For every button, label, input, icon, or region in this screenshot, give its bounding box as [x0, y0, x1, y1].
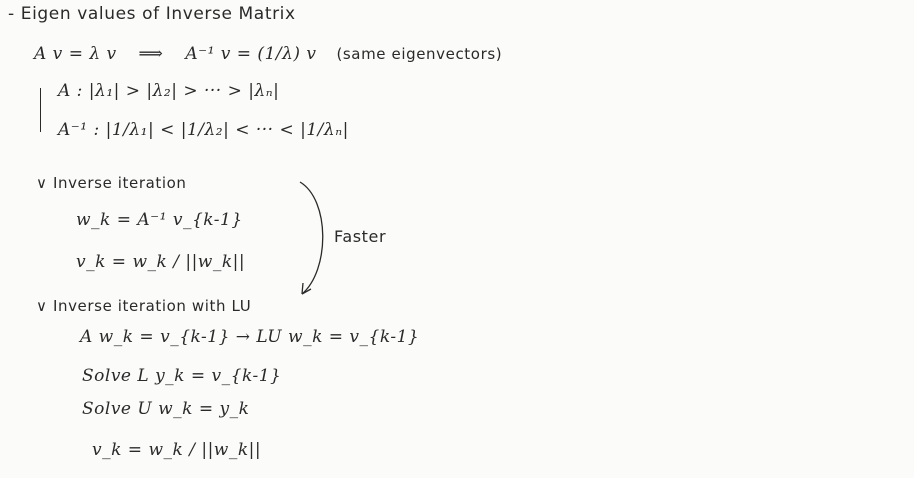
implies-symbol: ⟹ — [138, 44, 164, 64]
w-update-equation: w_k = A⁻¹ v_{k-1} — [76, 210, 243, 230]
eigenvalue-order-a-inverse: A⁻¹ : |1/λ₁| < |1/λ₂| < ··· < |1/λₙ| — [58, 120, 349, 140]
faster-label: Faster — [334, 227, 387, 246]
section-inverse-iteration-lu: ∨ Inverse iteration with LU — [36, 297, 252, 315]
solve-u-equation: Solve U w_k = y_k — [82, 399, 250, 419]
same-eigenvectors-note: (same eigenvectors) — [336, 45, 503, 63]
solve-l-equation: Solve L y_k = v_{k-1} — [82, 366, 282, 386]
eigen-equation: A v = λ v — [34, 44, 117, 64]
bracket — [40, 88, 49, 132]
note-title: - Eigen values of Inverse Matrix — [8, 4, 296, 24]
eigen-equation-line: A v = λ v ⟹ A⁻¹ v = (1/λ) v (same eigenv… — [34, 44, 502, 64]
v-normalize-equation-lu: v_k = w_k / ||w_k|| — [92, 440, 262, 460]
section-inverse-iteration: ∨ Inverse iteration — [36, 174, 187, 192]
inverse-eigen-equation: A⁻¹ v = (1/λ) v — [185, 44, 317, 64]
eigenvalue-order-a: A : |λ₁| > |λ₂| > ··· > |λₙ| — [58, 81, 280, 101]
v-normalize-equation: v_k = w_k / ||w_k|| — [76, 252, 246, 272]
lu-equation: A w_k = v_{k-1} → LU w_k = v_{k-1} — [80, 327, 420, 347]
